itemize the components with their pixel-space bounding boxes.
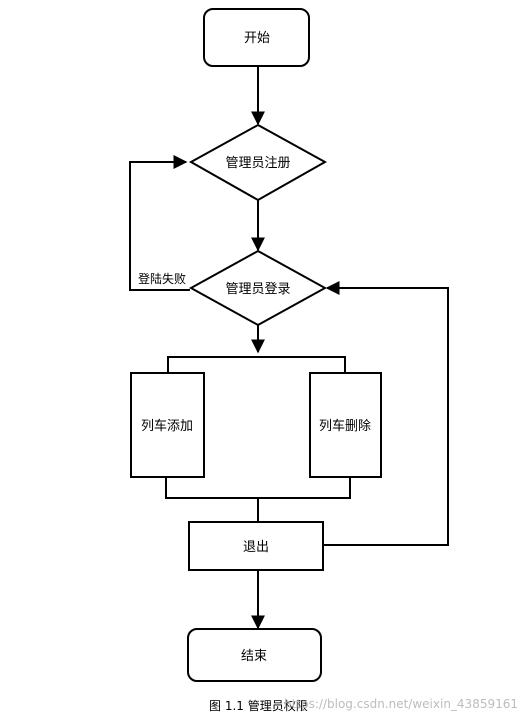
end-node-label: 结束 xyxy=(241,649,267,664)
register-decision-label: 管理员注册 xyxy=(225,156,290,171)
exit-process-label: 退出 xyxy=(243,540,269,555)
add-train-process: 列车添加 xyxy=(130,372,205,478)
edge-login-failed-to-register xyxy=(129,155,190,291)
edge-branch-split xyxy=(167,356,346,373)
edge-branch-merge xyxy=(165,477,351,499)
login-failed-label: 登陆失败 xyxy=(138,271,186,286)
delete-train-process-label: 列车删除 xyxy=(319,418,371,434)
exit-process: 退出 xyxy=(188,521,324,571)
edge-exit-to-login xyxy=(323,281,449,546)
edges xyxy=(129,66,449,630)
add-train-process-label: 列车添加 xyxy=(141,418,193,434)
start-node-label: 开始 xyxy=(244,31,270,46)
login-decision: 管理员登录 xyxy=(188,249,328,327)
watermark: https://blog.csdn.net/weixin_43859161 xyxy=(284,697,518,711)
login-decision-label: 管理员登录 xyxy=(225,282,290,297)
end-node: 结束 xyxy=(187,628,322,682)
delete-train-process: 列车删除 xyxy=(309,372,382,478)
register-decision: 管理员注册 xyxy=(188,123,328,202)
figure-caption: 图 1.1 管理员权限 xyxy=(209,698,308,713)
start-node: 开始 xyxy=(203,8,310,67)
